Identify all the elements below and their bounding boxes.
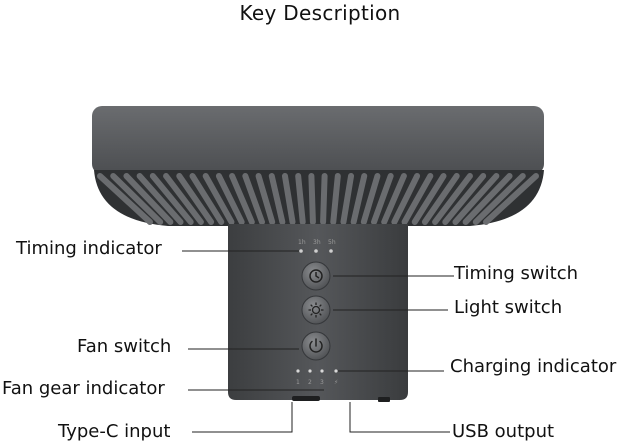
clock-icon bbox=[309, 269, 323, 283]
sun-icon bbox=[308, 302, 324, 318]
usb-output-leader bbox=[349, 402, 450, 433]
grille-rib bbox=[215, 173, 245, 225]
grille-rib bbox=[189, 173, 225, 225]
label-fan-switch: Fan switch bbox=[77, 336, 172, 357]
grille-rib bbox=[462, 173, 513, 225]
grille-rib bbox=[242, 173, 265, 225]
gear-mark-1: 1 bbox=[296, 379, 300, 386]
grille-rib bbox=[295, 173, 306, 225]
grille-rib bbox=[97, 173, 153, 225]
fan-switch-button bbox=[301, 331, 331, 361]
grille-rib bbox=[176, 173, 215, 225]
grille-rib bbox=[110, 173, 164, 225]
grille-rib bbox=[163, 173, 204, 225]
grille-rib bbox=[308, 173, 316, 225]
timer-mark-1h: 1h bbox=[298, 239, 306, 246]
fan-head bbox=[92, 106, 544, 174]
grille-rib bbox=[381, 173, 407, 225]
grille-rib bbox=[483, 173, 539, 225]
label-type-c-input: Type-C input bbox=[58, 421, 171, 442]
timer-led-5h bbox=[329, 249, 333, 253]
grille-rib bbox=[320, 173, 328, 225]
label-timing-indicator: Timing indicator bbox=[16, 238, 162, 259]
grille-rib bbox=[401, 173, 434, 225]
gear-led-1 bbox=[296, 369, 300, 373]
grille-rib bbox=[255, 173, 276, 225]
grille-rib bbox=[421, 173, 460, 225]
grille-rib bbox=[360, 173, 381, 225]
charging-mark: ⚡ bbox=[334, 379, 338, 386]
fan-grille bbox=[97, 173, 539, 225]
grille-rib bbox=[202, 173, 235, 225]
label-timing-switch: Timing switch bbox=[454, 263, 578, 284]
grille-rib bbox=[136, 173, 184, 225]
grille-rib bbox=[391, 173, 421, 225]
power-icon bbox=[309, 338, 323, 353]
label-charging-indicator: Charging indicator bbox=[450, 356, 617, 377]
timer-led-3h bbox=[314, 249, 318, 253]
gear-indicator-leds: 1 2 3 ⚡ bbox=[296, 369, 338, 386]
grille-rib bbox=[149, 173, 194, 225]
grille-rib bbox=[268, 173, 286, 225]
grille-rib bbox=[281, 173, 296, 225]
timer-led-1h bbox=[299, 249, 303, 253]
grille-rib bbox=[371, 173, 394, 225]
gear-led-2 bbox=[308, 369, 312, 373]
diagram-title: Key Description bbox=[239, 1, 401, 25]
gear-led-3 bbox=[320, 369, 324, 373]
type-c-input-leader bbox=[192, 402, 293, 433]
gear-mark-2: 2 bbox=[308, 379, 312, 386]
light-switch-button bbox=[301, 295, 331, 325]
grille-rib bbox=[229, 173, 255, 225]
grille-rib bbox=[442, 173, 487, 225]
timing-switch-button bbox=[301, 261, 331, 291]
grille-rib bbox=[350, 173, 368, 225]
grille-rib bbox=[340, 173, 355, 225]
grille-rib bbox=[432, 173, 473, 225]
usb-port bbox=[378, 397, 390, 402]
grille-rib bbox=[452, 173, 500, 225]
label-usb-output: USB output bbox=[452, 421, 555, 442]
timer-mark-5h: 5h bbox=[328, 239, 336, 246]
leader-lines bbox=[182, 250, 454, 433]
grille-rib bbox=[330, 173, 341, 225]
timer-mark-3h: 3h bbox=[313, 239, 321, 246]
charging-led bbox=[334, 369, 338, 373]
timer-indicator-leds: 1h 3h 5h bbox=[298, 239, 336, 253]
type-c-port bbox=[292, 396, 320, 401]
label-light-switch: Light switch bbox=[454, 297, 563, 318]
label-fan-gear-indicator: Fan gear indicator bbox=[2, 378, 165, 399]
grille-rib bbox=[123, 173, 174, 225]
grille-rib bbox=[472, 173, 526, 225]
grille-rib bbox=[411, 173, 447, 225]
gear-mark-3: 3 bbox=[320, 379, 324, 386]
